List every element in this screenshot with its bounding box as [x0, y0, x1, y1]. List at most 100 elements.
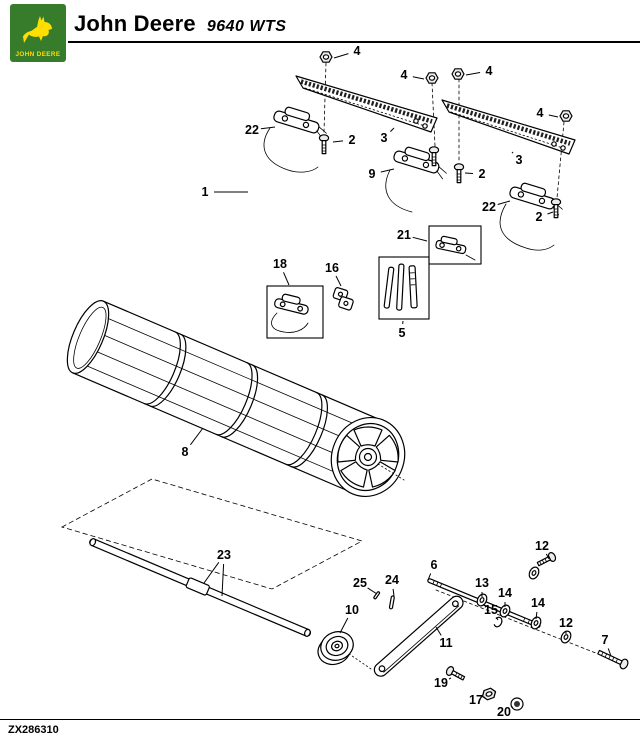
knife-blade: [295, 75, 438, 133]
part-callout-14: 14: [498, 586, 512, 600]
hex-nut: [559, 110, 573, 122]
part-callout-22: 22: [245, 123, 259, 137]
washer: [526, 564, 542, 582]
callout-leader: [497, 200, 511, 205]
callout-leader: [535, 611, 538, 620]
callout-leader: [427, 573, 432, 581]
tension-arm: [373, 595, 464, 677]
part-callout-7: 7: [602, 633, 609, 647]
counter-knife-shaft: [89, 538, 312, 637]
callout-leader: [189, 427, 204, 446]
dashed-plane: [60, 478, 364, 590]
callout-leader: [511, 706, 514, 709]
lock-washer: [493, 616, 503, 628]
hex-nut: [451, 68, 465, 80]
assembly-axis-line: [431, 82, 436, 147]
part-callout-2: 2: [536, 210, 543, 224]
part-callout-3: 3: [516, 153, 523, 167]
carriage-bolt: [453, 163, 465, 184]
callout-leader: [412, 236, 428, 242]
figure-code: ZX286310: [8, 724, 59, 736]
callout-leader: [335, 275, 342, 287]
callout-leader: [333, 53, 349, 59]
washer: [558, 628, 574, 646]
part-callout-8: 8: [182, 445, 189, 459]
part-callout-16: 16: [325, 261, 339, 275]
callout-leader: [547, 211, 554, 215]
john-deere-logo: JOHN DEERE: [10, 4, 66, 62]
part-callout-20: 20: [497, 705, 511, 719]
part-callout-13: 13: [475, 576, 489, 590]
deer-icon: [21, 16, 52, 43]
callout-leader: [464, 172, 474, 174]
part-callout-18: 18: [273, 257, 287, 271]
hold-down-wire: [271, 312, 309, 333]
carriage-bolt: [318, 134, 330, 155]
hex-bolt: [595, 647, 630, 671]
page-title: John Deere 9640 WTS: [74, 11, 286, 37]
guard-detail: [274, 293, 309, 315]
clamp-plate: [332, 287, 354, 311]
part-callout-4: 4: [354, 44, 361, 58]
item-frame-21: [428, 225, 482, 265]
callout-leader: [392, 588, 395, 597]
spring-pin: [388, 595, 395, 610]
hold-down-wire: [385, 169, 413, 213]
hex-nut: [480, 686, 498, 702]
flange-nut: [510, 697, 524, 711]
callout-leader: [435, 626, 442, 636]
part-callout-5: 5: [399, 326, 406, 340]
guard-detail: [435, 235, 467, 255]
part-callout-4: 4: [486, 64, 493, 78]
knife-blade: [441, 99, 576, 155]
assembly-axis-line: [556, 121, 565, 199]
drive-hardware: [317, 550, 630, 711]
hold-down-wire: [263, 127, 319, 173]
callout-leader: [465, 72, 481, 76]
model-name: 9640 WTS: [206, 18, 287, 35]
part-callout-2: 2: [479, 167, 486, 181]
part-callout-3: 3: [381, 131, 388, 145]
callout-leader: [283, 272, 290, 286]
part-callout-2: 2: [349, 133, 356, 147]
callout-leader: [260, 126, 276, 130]
part-callout-14: 14: [531, 596, 545, 610]
callout-leader: [412, 76, 425, 80]
cotter-pin: [465, 254, 476, 261]
callout-leader: [380, 168, 395, 173]
assembly-axis-line: [323, 62, 327, 133]
callout-leader: [367, 587, 378, 595]
part-callout-10: 10: [345, 603, 359, 617]
part-callout-6: 6: [431, 558, 438, 572]
part-callout-17: 17: [469, 693, 483, 707]
hex-nut: [425, 72, 439, 84]
drum-spoked-wheel: [330, 416, 406, 498]
callout-leader: [390, 127, 395, 132]
callout-leader: [203, 562, 220, 584]
hold-down-wire: [499, 203, 555, 251]
part-callout-21: 21: [397, 228, 411, 242]
shaft-area: [60, 478, 364, 637]
callout-leader: [339, 617, 349, 634]
logo-wordmark: JOHN DEERE: [16, 51, 61, 58]
callout-leader: [332, 140, 344, 143]
part-callout-4: 4: [537, 106, 544, 120]
item-frame-5: [378, 256, 430, 320]
callout-leader: [221, 563, 225, 597]
item-frame-18: [266, 285, 324, 339]
part-callout-25: 25: [353, 576, 367, 590]
knife-section-strips: [383, 263, 418, 311]
knife-assembly: [263, 51, 576, 251]
header-divider: [68, 41, 640, 43]
spring-pin-small: [373, 591, 381, 600]
knife-guard: [271, 103, 332, 141]
part-callout-19: 19: [434, 676, 448, 690]
part-callout-4: 4: [401, 68, 408, 82]
callout-leader: [607, 648, 612, 657]
part-callout-15: 15: [484, 603, 498, 617]
callout-leader: [495, 617, 499, 621]
callout-leader: [545, 553, 550, 560]
